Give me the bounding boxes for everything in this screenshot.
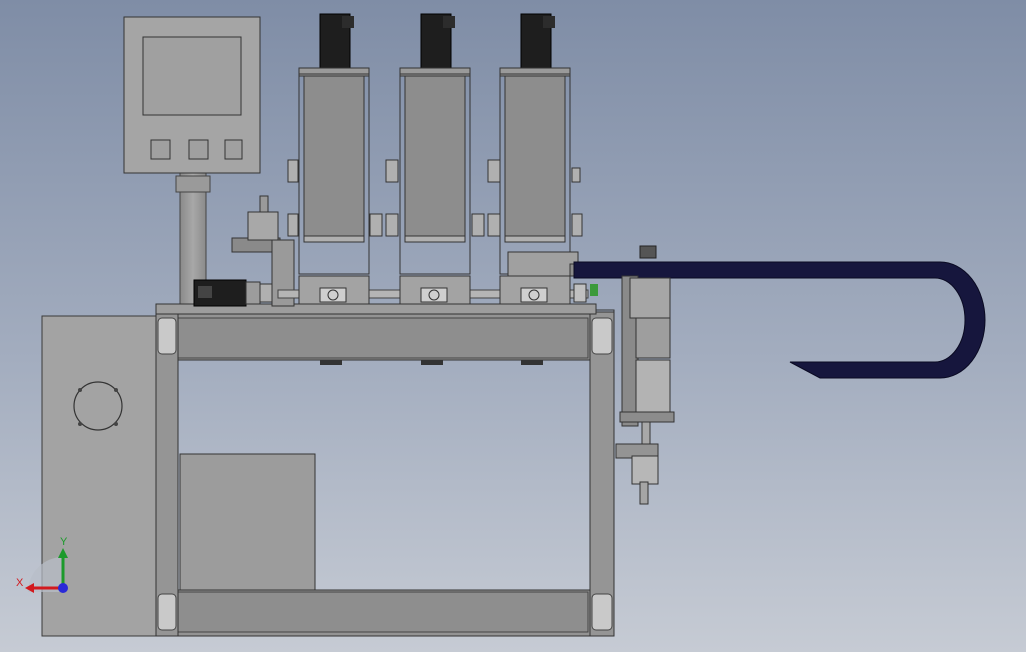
spindle-motor-icon: [193, 195, 295, 307]
panel-button-left: [150, 139, 171, 160]
y-axis-label: Y: [60, 536, 68, 548]
panel-button-middle: [188, 139, 209, 160]
cable-drag-chain: [573, 261, 986, 379]
base-plate: [155, 303, 597, 315]
control-panel-screen-icon: [142, 36, 242, 116]
dispensing-head: [615, 245, 675, 505]
axis-module-3: [487, 13, 583, 305]
coordinate-triad-icon: Y X: [16, 536, 68, 593]
control-panel: [123, 16, 261, 309]
inner-electrical-box: [179, 453, 316, 591]
x-axis-label: X: [16, 577, 24, 589]
cabinet-vent-circle: [73, 381, 123, 431]
main-frame: [155, 309, 615, 637]
panel-button-right: [224, 139, 243, 160]
axis-module-1: [287, 13, 383, 305]
axis-module-2: [385, 13, 485, 305]
